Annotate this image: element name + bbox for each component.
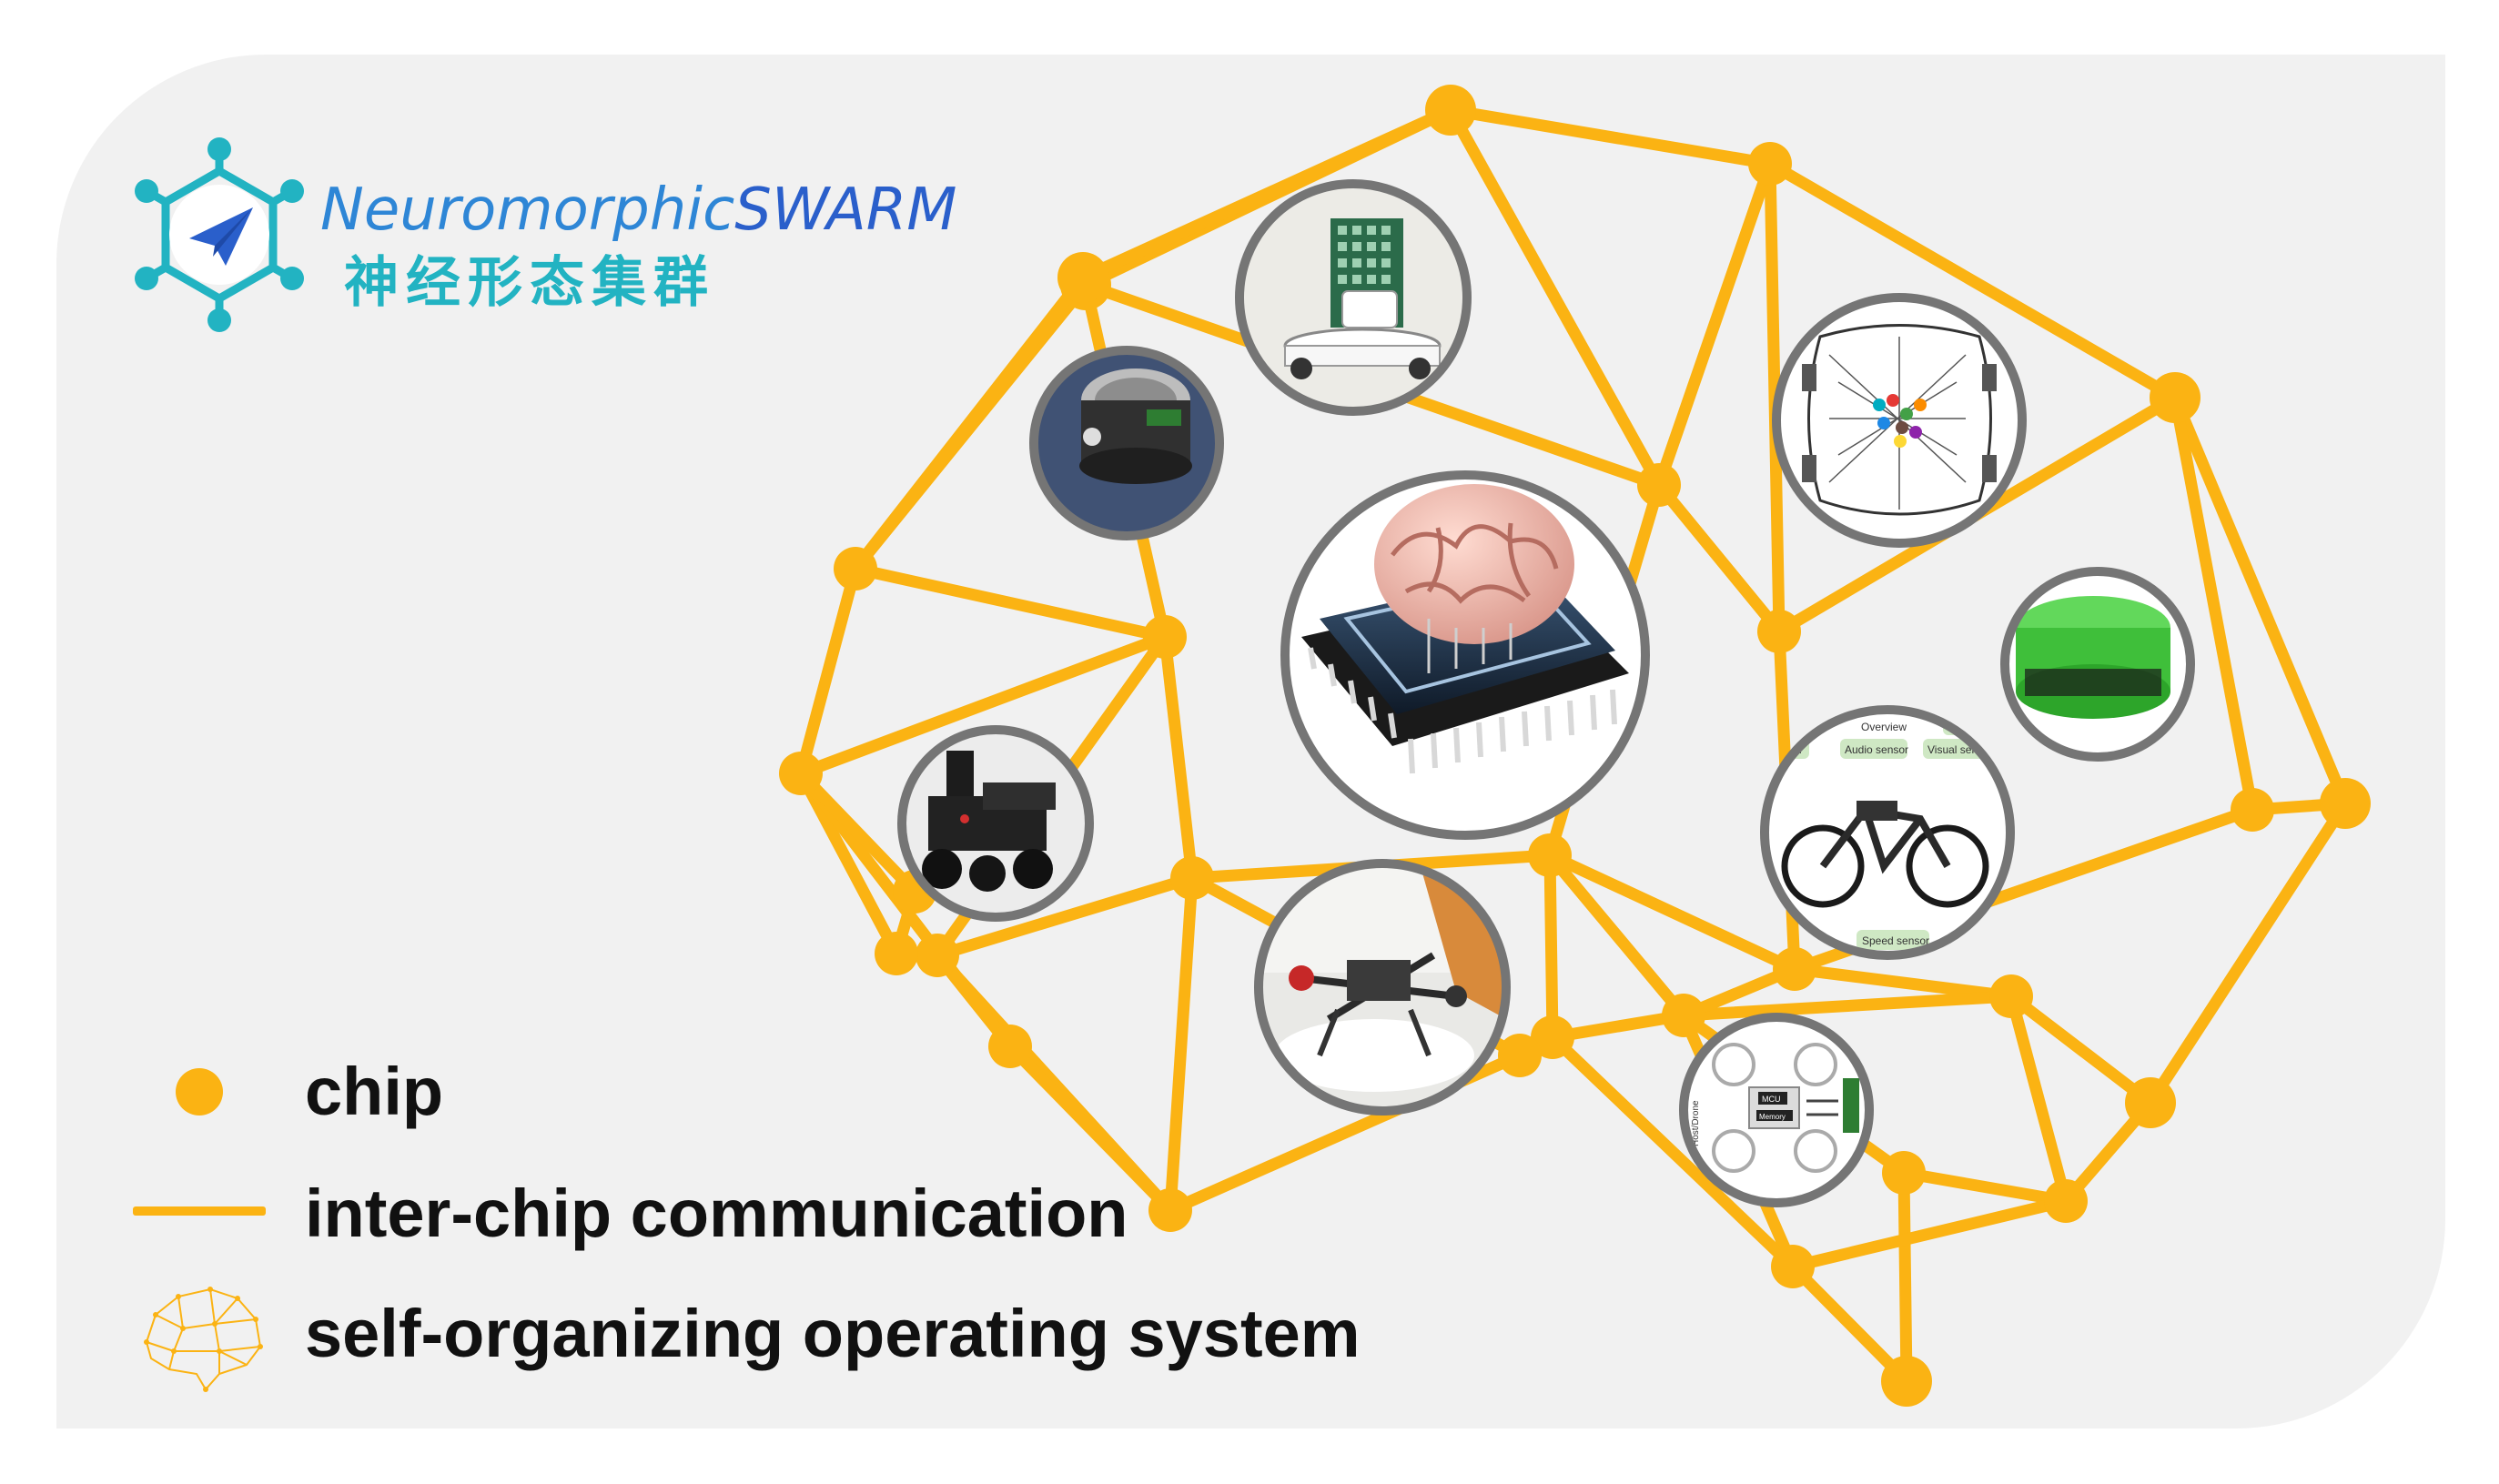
chip-node — [1882, 1151, 1926, 1195]
inter-chip-link — [1543, 849, 1801, 975]
device-braitenberg-diagram — [1772, 293, 2027, 548]
legend-chip-label: chip — [305, 1054, 444, 1129]
logo-subtitle: 神经形态集群 — [344, 251, 715, 315]
inter-chip-link — [1546, 1009, 1690, 1044]
inter-chip-link — [1158, 631, 1199, 884]
device-drone-mcu-diagram: MCU Memory Host/Drone — [1679, 1013, 1874, 1207]
chip-node — [1425, 85, 1476, 136]
device-coin-cell-robot — [1029, 346, 1224, 540]
inter-chip-link — [1897, 1166, 2072, 1207]
inter-chip-link — [1543, 849, 1690, 1022]
inter-chip-link — [2169, 391, 2259, 816]
chip-node — [834, 547, 877, 591]
chip-node — [1771, 1245, 1815, 1288]
inter-chip-link — [2144, 797, 2352, 1109]
inter-chip-link — [1077, 104, 1457, 284]
chip-node — [988, 1025, 1032, 1068]
inter-chip-link — [1444, 104, 1776, 170]
inter-chip-link — [849, 562, 1171, 643]
paper-plane-icon — [189, 207, 253, 266]
logo-title-part2: SWARM — [734, 177, 957, 244]
inter-chip-link — [1004, 1040, 1177, 1216]
device-neuromorphic-chip — [1280, 470, 1650, 840]
chip-node — [2125, 1077, 2176, 1128]
chip-node — [779, 752, 823, 795]
device-green-swarm-robot — [2000, 567, 2195, 762]
inter-chip-link — [1786, 1195, 2072, 1273]
chip-nodes — [779, 85, 2371, 1407]
brain-network-icon — [144, 1287, 263, 1392]
inter-chip-link — [931, 872, 1199, 962]
drone-label-host: Host/Drone — [1691, 1100, 1701, 1146]
inter-chip-link — [1786, 1260, 1913, 1388]
inter-chip-link — [1897, 1166, 1913, 1388]
inter-chip-link — [849, 271, 1089, 575]
chip-node — [1637, 463, 1681, 507]
chip-node — [1881, 1356, 1932, 1407]
logo-icon — [135, 137, 304, 332]
logo-title: NeuromorphicSWARM — [320, 178, 956, 242]
inter-chip-link — [794, 631, 1171, 780]
inter-chip-link — [1444, 104, 1665, 491]
inter-chip-link — [2005, 990, 2072, 1207]
inter-chip-link — [1677, 990, 2018, 1022]
drone-label-memory: Memory — [1759, 1113, 1786, 1121]
bike-label-speed: Speed sensor — [1862, 934, 1929, 947]
inter-chip-link — [794, 767, 921, 898]
chip-node — [1498, 1034, 1542, 1077]
legend-os-label: self-organizing operating system — [305, 1296, 1361, 1371]
communication-legend-icon — [133, 1206, 266, 1216]
chip-node — [916, 934, 959, 977]
bike-label-audio: Audio sensor — [1845, 743, 1908, 756]
inter-chip-link — [1653, 479, 1786, 638]
chip-node — [2150, 372, 2201, 423]
chip-node — [1748, 142, 1792, 186]
device-sensor-bicycle: Overview Slee Audio sensor Visual sensor… — [1760, 705, 2015, 960]
chip-node — [1531, 1015, 1574, 1059]
chip-node — [1170, 856, 1214, 900]
inter-chip-link — [1653, 157, 1776, 491]
chip-node — [1662, 994, 1705, 1037]
chip-node — [1773, 947, 1816, 991]
device-quadcopter — [1254, 859, 1511, 1116]
chip-node — [1757, 610, 1801, 653]
logo-title-part1: Neuromorphic — [320, 177, 735, 244]
device-tracked-rover — [897, 725, 1094, 922]
chip-node — [2231, 788, 2274, 832]
inter-chip-link — [794, 562, 862, 780]
chip-node — [2044, 1179, 2088, 1223]
inter-chip-link — [2005, 990, 2157, 1109]
inter-chip-link — [2169, 391, 2352, 810]
inter-chip-link — [1764, 157, 2181, 404]
chip-node — [1148, 1188, 1192, 1232]
inter-chip-link — [1546, 1031, 1799, 1273]
chip-node — [875, 932, 918, 975]
inter-chip-link — [1164, 872, 1199, 1216]
bike-label-overview: Overview — [1861, 721, 1907, 733]
chip-legend-icon — [176, 1068, 223, 1116]
chip-node — [1989, 974, 2033, 1018]
legend-communication-label: inter-chip communication — [305, 1176, 1128, 1251]
chip-node — [1528, 833, 1572, 877]
chip-pins — [1308, 647, 1617, 774]
device-led-matrix-robot — [1235, 179, 1472, 416]
drone-label-mcu: MCU — [1762, 1095, 1781, 1104]
inter-chip-link — [1543, 849, 1559, 1044]
inter-chip-link — [1788, 963, 2018, 1003]
chip-node — [2320, 778, 2371, 829]
chip-node — [1057, 252, 1108, 303]
chip-node — [1143, 615, 1187, 659]
